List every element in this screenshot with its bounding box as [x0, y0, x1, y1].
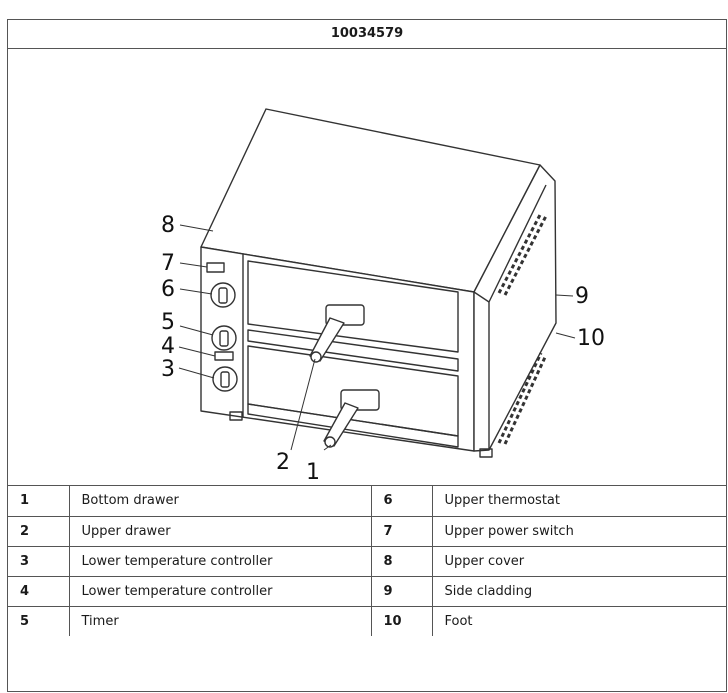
upper-drawer-opening: [247, 260, 459, 353]
power-switch-shape: [206, 262, 225, 273]
callout-5: 5: [161, 310, 175, 335]
part-label: Upper power switch: [432, 516, 726, 547]
callout-6: 6: [161, 277, 175, 302]
callout-10: 10: [577, 326, 605, 351]
table-row: 3 Lower temperature controller 8 Upper c…: [8, 546, 726, 577]
part-number: 2: [8, 516, 70, 547]
lower-drawer-handle: [323, 389, 380, 448]
leader-lines: [178, 224, 576, 451]
part-label: Upper drawer: [69, 516, 372, 547]
part-label: Foot: [444, 613, 473, 629]
part-number: 4: [8, 576, 70, 607]
oven-illustration: 8 7 6 5 4 3 2 1 9 10: [161, 108, 605, 485]
part-number: 9: [371, 576, 433, 607]
table-row: 5 Timer 10 Foot: [8, 606, 726, 636]
oven-diagram-cell: 8 7 6 5 4 3 2 1 9 10: [8, 48, 726, 486]
part-number: 7: [371, 516, 433, 547]
part-label: Bottom drawer: [69, 486, 372, 517]
callout-7: 7: [161, 251, 175, 276]
part-label: Lower temperature controller: [69, 546, 372, 577]
table-row: 2 Upper drawer 7 Upper power switch: [8, 516, 726, 547]
callout-3: 3: [161, 357, 175, 382]
part-number: 6: [371, 486, 433, 517]
spec-sheet: 10034579: [7, 19, 727, 692]
part-label: Upper thermostat: [432, 486, 726, 517]
model-number: 10034579: [8, 20, 726, 49]
upper-drawer-handle: [309, 304, 365, 363]
callout-4: 4: [161, 334, 175, 359]
part-label: Upper cover: [432, 546, 726, 577]
table-row: 1 Bottom drawer 6 Upper thermostat: [8, 486, 726, 517]
part-label: Timer: [69, 606, 372, 636]
part-number: 5: [8, 606, 70, 636]
part-label: Side cladding: [432, 576, 726, 607]
part-number: 8: [371, 546, 433, 577]
callout-1: 1: [306, 460, 320, 485]
part-number: 3: [8, 546, 70, 577]
control-knobs: [210, 282, 238, 392]
table-row: 4 Lower temperature controller 9 Side cl…: [8, 576, 726, 607]
side-vents: [497, 212, 548, 445]
foot-shape: [229, 411, 243, 421]
parts-legend-table: 1 Bottom drawer 6 Upper thermostat 2 Upp…: [8, 486, 726, 636]
part-label: Lower temperature controller: [69, 576, 372, 607]
part-number: 1: [8, 486, 70, 517]
callout-9: 9: [575, 284, 589, 309]
callout-8: 8: [161, 213, 175, 238]
part-number: 10: [371, 606, 433, 636]
callout-2: 2: [276, 450, 290, 475]
